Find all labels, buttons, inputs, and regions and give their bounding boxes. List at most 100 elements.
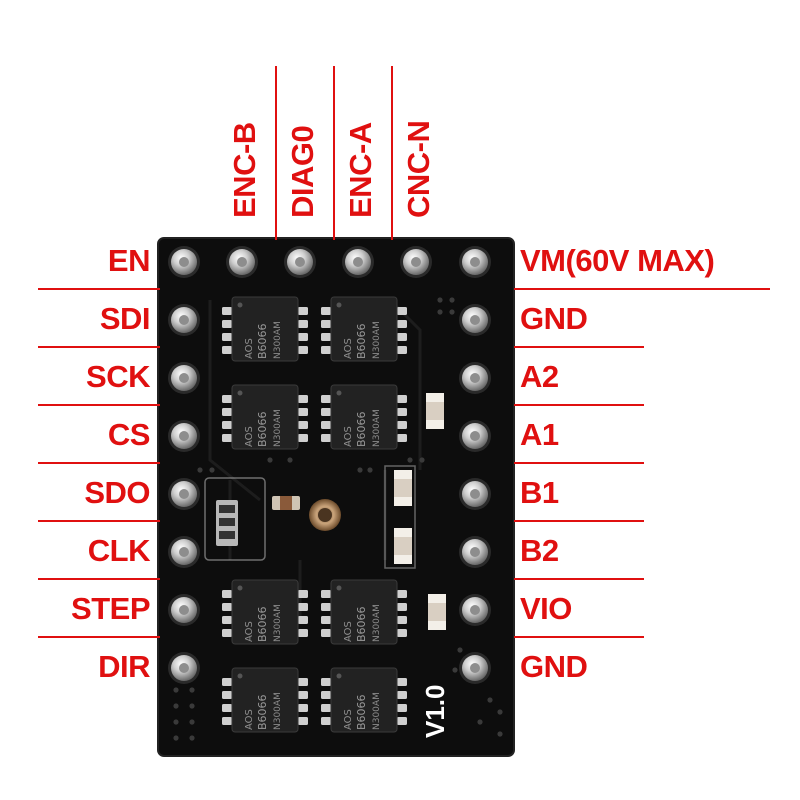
via-dot	[173, 735, 179, 741]
pin-label-diag0: DIAG0	[285, 125, 320, 218]
via-dot	[457, 647, 463, 653]
right-separator-line	[514, 404, 644, 406]
right-header-pin	[459, 536, 491, 568]
chip-logo-text: AOS	[343, 426, 354, 447]
via-dot	[407, 457, 413, 463]
chip-logo-text: AOS	[244, 338, 255, 359]
chip-subcode-text: N300AM	[372, 692, 382, 730]
board-version: V1.0	[420, 684, 450, 739]
left-header-pin	[168, 304, 200, 336]
pin-label-en: EN	[107, 243, 151, 278]
right-separator-line	[514, 520, 644, 522]
right-header-pin	[459, 304, 491, 336]
left-header-pin	[168, 594, 200, 626]
chip-subcode-text: N300AM	[372, 604, 382, 642]
pcb-edge	[157, 237, 515, 757]
via-dot	[189, 719, 195, 725]
pin-label-vio: VIO	[520, 591, 572, 626]
via-dot	[437, 309, 443, 315]
left-header-pin	[168, 478, 200, 510]
via-dot	[197, 467, 203, 473]
capacitor-c3	[394, 528, 412, 564]
chip-code-text: B6066	[355, 694, 368, 730]
via-dot	[437, 297, 443, 303]
chip-code-text: B6066	[256, 411, 269, 447]
left-separator-line	[38, 288, 160, 290]
pin-label-clk: CLK	[87, 533, 151, 568]
right-separator-line	[514, 288, 770, 290]
left-separator-line	[38, 520, 160, 522]
top-separator-line	[391, 66, 393, 240]
left-header-pin	[168, 362, 200, 394]
via-dot	[367, 467, 373, 473]
chip-code-text: B6066	[355, 411, 368, 447]
right-header-pin	[459, 652, 491, 684]
chip-logo-text: AOS	[244, 621, 255, 642]
chip-logo-text: AOS	[244, 426, 255, 447]
via-dot	[487, 697, 493, 703]
via-dot	[357, 467, 363, 473]
right-header-pin	[459, 478, 491, 510]
right-separator-line	[514, 636, 644, 638]
pin-label-gnd-top: GND	[520, 301, 588, 336]
via-dot	[173, 719, 179, 725]
pin-label-dir: DIR	[98, 649, 150, 684]
top-header-pin	[284, 246, 316, 278]
via-dot	[452, 667, 458, 673]
via-dot	[173, 687, 179, 693]
capacitor-c1	[426, 393, 444, 429]
right-separator-line	[514, 462, 644, 464]
pin-label-a1: A1	[520, 417, 559, 452]
pin-label-cs: CS	[107, 417, 151, 452]
via-dot	[189, 687, 195, 693]
via-dot	[267, 457, 273, 463]
left-header-pin	[168, 420, 200, 452]
chip-subcode-text: N300AM	[273, 604, 283, 642]
chip-code-text: B6066	[355, 606, 368, 642]
via-dot	[477, 719, 483, 725]
resistor-array-left	[216, 500, 238, 546]
via-dot	[173, 703, 179, 709]
left-separator-line	[38, 636, 160, 638]
capacitors	[216, 393, 446, 630]
right-header-pin	[459, 362, 491, 394]
chip-logo-text: AOS	[343, 621, 354, 642]
chip-logo-text: AOS	[244, 709, 255, 730]
silkscreen	[204, 465, 416, 569]
pin-label-vm: VM(60V MAX)	[520, 243, 715, 278]
chip-code-text: B6066	[256, 606, 269, 642]
right-header-pin	[459, 246, 491, 278]
left-header-pin	[168, 246, 200, 278]
pin-label-enc-a: ENC-A	[343, 122, 378, 218]
capacitor-c2	[394, 470, 412, 506]
chip-subcode-text: N300AM	[372, 321, 382, 359]
via-dot	[449, 297, 455, 303]
chip-subcode-text: N300AM	[273, 692, 283, 730]
via-dot	[209, 467, 215, 473]
top-header-pin	[226, 246, 258, 278]
capacitor-c4	[428, 594, 446, 630]
chip-logo-text: AOS	[343, 338, 354, 359]
pin-label-sck: SCK	[86, 359, 150, 394]
top-header-pin	[342, 246, 374, 278]
left-separator-line	[38, 578, 160, 580]
chip-subcode-text: N300AM	[372, 409, 382, 447]
pin-label-gnd-bottom: GND	[520, 649, 588, 684]
top-separator-line	[333, 66, 335, 240]
via-dot	[189, 703, 195, 709]
via-dot	[189, 735, 195, 741]
chip-code-text: B6066	[256, 694, 269, 730]
top-separator-line	[275, 66, 277, 240]
left-header-pin	[168, 536, 200, 568]
resistor-r1	[272, 496, 300, 510]
left-separator-line	[38, 346, 160, 348]
